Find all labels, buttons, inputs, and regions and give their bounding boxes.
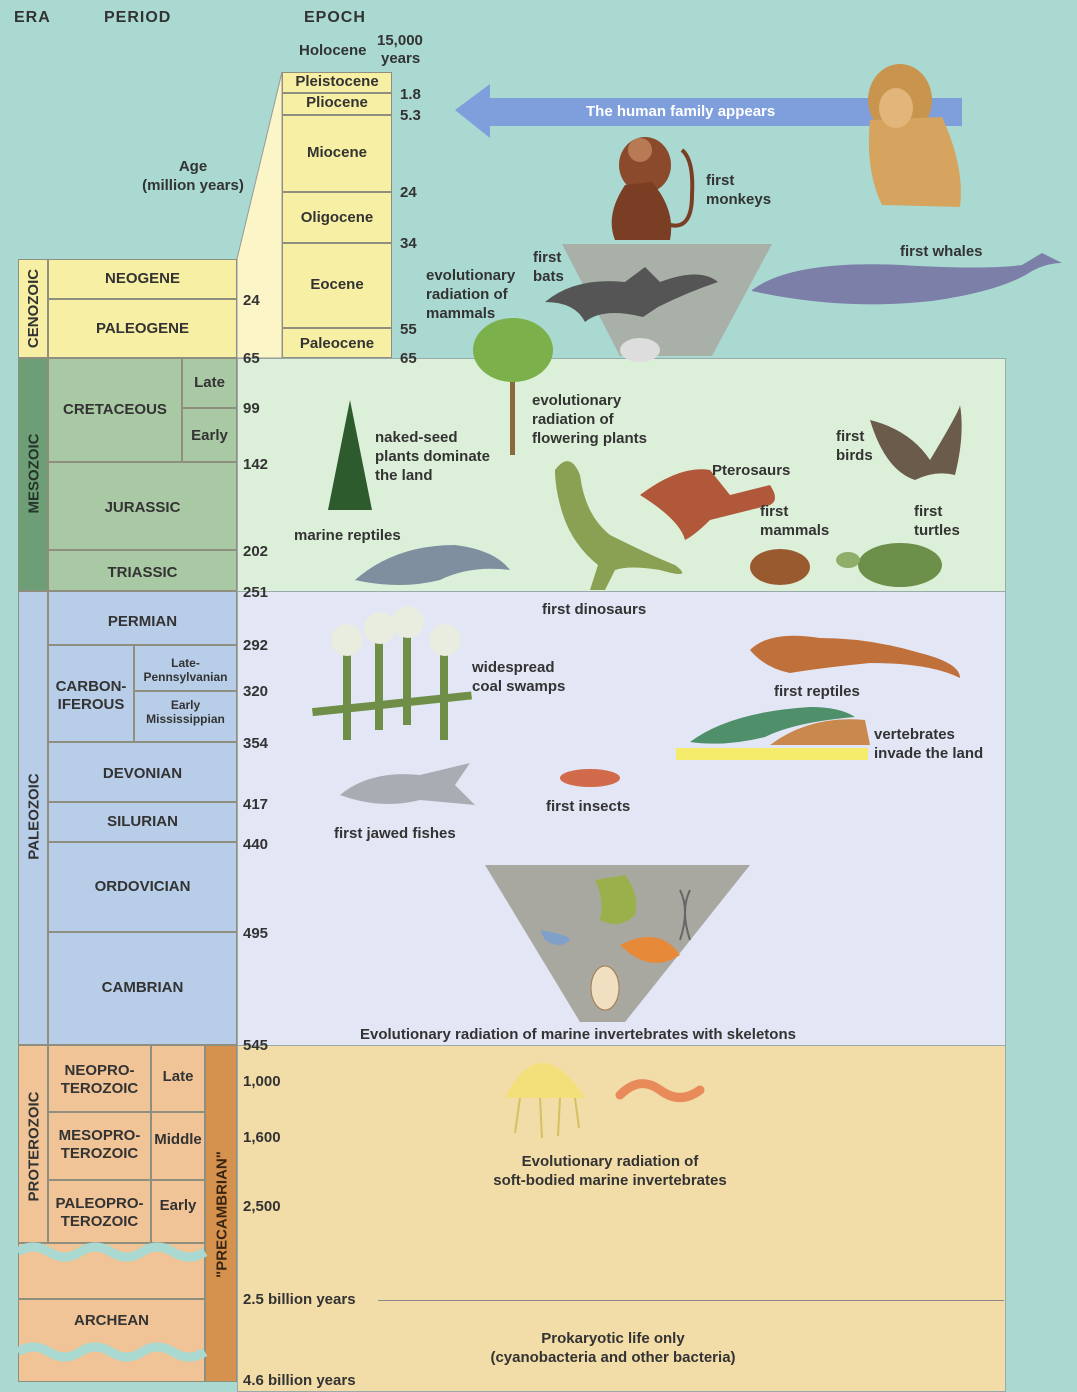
era-paleozoic: PALEOZOIC bbox=[18, 591, 48, 1045]
age-251: 251 bbox=[243, 584, 268, 601]
period-cambrian: CAMBRIAN bbox=[48, 932, 237, 1045]
jawed-fishes-label: first jawed fishes bbox=[334, 825, 456, 844]
age-label: Age (million years) bbox=[128, 158, 258, 196]
age-4-6-billion: 4.6 billion years bbox=[243, 1372, 356, 1389]
era-mesozoic: MESOZOIC bbox=[18, 358, 48, 591]
age-24: 24 bbox=[243, 292, 260, 309]
prokaryotic-label: Prokaryotic life only (cyanobacteria and… bbox=[460, 1330, 766, 1368]
age-495: 495 bbox=[243, 925, 268, 942]
era-precambrian: "PRECAMBRIAN" bbox=[205, 1045, 237, 1382]
first-reptiles-label: first reptiles bbox=[774, 683, 860, 702]
age-2-5-billion: 2.5 billion years bbox=[243, 1291, 356, 1308]
early-human-illustration bbox=[868, 64, 961, 207]
period-paleoproterozoic: PALEOPRO- TEROZOIC bbox=[48, 1180, 151, 1243]
first-turtles-label: first turtles bbox=[914, 503, 960, 541]
age-440: 440 bbox=[243, 836, 268, 853]
age-417: 417 bbox=[243, 796, 268, 813]
epoch-age-24: 24 bbox=[400, 184, 417, 201]
paleozoic-panel bbox=[237, 591, 1006, 1047]
age-1000: 1,000 bbox=[243, 1073, 281, 1090]
age-99: 99 bbox=[243, 400, 260, 417]
period-mississippian: Early Mississippian bbox=[134, 691, 237, 742]
flowering-radiation-label: evolutionary radiation of flowering plan… bbox=[532, 392, 647, 448]
first-mammals-label: first mammals bbox=[760, 503, 829, 541]
marine-reptiles-label: marine reptiles bbox=[294, 527, 401, 546]
archean-divider bbox=[378, 1300, 1004, 1301]
epoch-age-1-8: 1.8 bbox=[400, 86, 421, 103]
period-carboniferous: CARBON- IFEROUS bbox=[48, 645, 134, 742]
human-family-label: The human family appears bbox=[586, 103, 775, 122]
epoch-holocene: Holocene bbox=[299, 42, 367, 61]
holocene-age: 15,000 years bbox=[377, 32, 423, 68]
bat-illustration bbox=[545, 267, 718, 322]
epoch-pleistocene: Pleistocene bbox=[282, 72, 392, 93]
period-cretaceous: CRETACEOUS bbox=[48, 358, 182, 462]
period-cretaceous-early: Early bbox=[182, 408, 237, 462]
epoch-header: EPOCH bbox=[304, 8, 366, 28]
period-paleogene: PALEOGENE bbox=[48, 299, 237, 358]
period-prot-early: Early bbox=[151, 1180, 205, 1243]
period-ordovician: ORDOVICIAN bbox=[48, 842, 237, 932]
epoch-age-65: 65 bbox=[400, 350, 417, 367]
epoch-miocene: Miocene bbox=[282, 115, 392, 192]
first-insects-label: first insects bbox=[546, 798, 630, 817]
naked-seed-label: naked-seed plants dominate the land bbox=[375, 429, 490, 485]
first-bats-label: first bats bbox=[533, 249, 564, 287]
epoch-paleocene: Paleocene bbox=[282, 328, 392, 358]
age-202: 202 bbox=[243, 543, 268, 560]
epoch-eocene: Eocene bbox=[282, 243, 392, 328]
marine-invertebrates-label: Evolutionary radiation of marine inverte… bbox=[360, 1026, 796, 1045]
age-545: 545 bbox=[243, 1037, 268, 1054]
era-header: ERA bbox=[14, 8, 51, 28]
era-proterozoic: PROTEROZOIC bbox=[18, 1045, 48, 1243]
pterosaurs-label: Pterosaurs bbox=[712, 462, 790, 481]
age-142: 142 bbox=[243, 456, 268, 473]
epoch-pliocene: Pliocene bbox=[282, 93, 392, 115]
period-neogene: NEOGENE bbox=[48, 259, 237, 299]
period-header: PERIOD bbox=[104, 8, 171, 28]
mammal-radiation-label: evolutionary radiation of mammals bbox=[426, 267, 515, 323]
period-jurassic: JURASSIC bbox=[48, 462, 237, 550]
era-cenozoic: CENOZOIC bbox=[18, 259, 48, 358]
first-dinosaurs-label: first dinosaurs bbox=[542, 601, 646, 620]
age-65: 65 bbox=[243, 350, 260, 367]
period-permian: PERMIAN bbox=[48, 591, 237, 645]
epoch-age-5-3: 5.3 bbox=[400, 107, 421, 124]
age-292: 292 bbox=[243, 637, 268, 654]
age-320: 320 bbox=[243, 683, 268, 700]
period-mesoproterozoic: MESOPRO- TEROZOIC bbox=[48, 1112, 151, 1180]
period-devonian: DEVONIAN bbox=[48, 742, 237, 802]
coal-swamps-label: widespread coal swamps bbox=[472, 659, 565, 697]
vertebrates-land-label: vertebrates invade the land bbox=[874, 726, 983, 764]
period-triassic: TRIASSIC bbox=[48, 550, 237, 591]
mammal-radiation-funnel bbox=[562, 244, 772, 356]
age-2500: 2,500 bbox=[243, 1198, 281, 1215]
soft-bodied-label: Evolutionary radiation of soft-bodied ma… bbox=[460, 1153, 760, 1191]
epoch-oligocene: Oligocene bbox=[282, 192, 392, 243]
age-354: 354 bbox=[243, 735, 268, 752]
first-birds-label: first birds bbox=[836, 428, 873, 466]
age-1600: 1,600 bbox=[243, 1129, 281, 1146]
period-prot-middle: Middle bbox=[151, 1112, 205, 1180]
period-silurian: SILURIAN bbox=[48, 802, 237, 842]
first-monkeys-label: first monkeys bbox=[706, 172, 771, 210]
period-prot-late: Late bbox=[151, 1045, 205, 1112]
epoch-age-55: 55 bbox=[400, 321, 417, 338]
period-neoproterozoic: NEOPRO- TEROZOIC bbox=[48, 1045, 151, 1112]
monkey-illustration bbox=[612, 137, 693, 240]
time-break-waves bbox=[18, 1240, 205, 1370]
period-pennsylvanian: Late- Pennsylvanian bbox=[134, 645, 237, 691]
period-cretaceous-late: Late bbox=[182, 358, 237, 408]
first-whales-label: first whales bbox=[900, 243, 983, 262]
epoch-age-34: 34 bbox=[400, 235, 417, 252]
